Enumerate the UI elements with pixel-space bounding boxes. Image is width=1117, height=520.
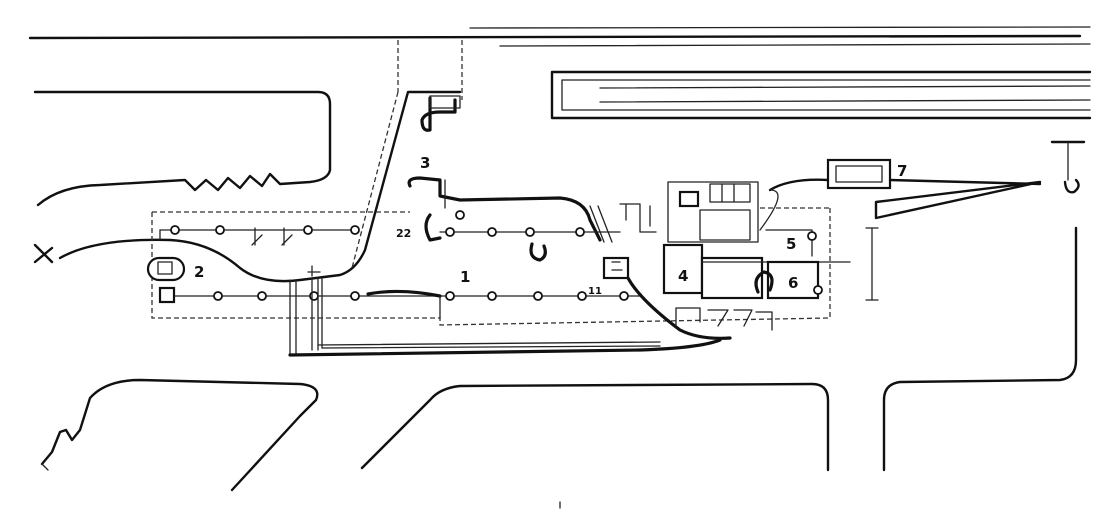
equipment-block [619, 181, 759, 243]
label-1: 1 [460, 268, 470, 286]
upper-left-block [33, 90, 332, 207]
unit-5: 5 [765, 229, 817, 257]
middle-process-line [439, 205, 621, 262]
unit-6: 6 [754, 260, 823, 300]
small-unit [602, 256, 732, 340]
label-4: 4 [678, 267, 688, 285]
unit-7: 7 [768, 158, 1042, 220]
upper-line-nodes [170, 225, 360, 235]
label-6: 6 [788, 274, 798, 292]
label-11: 11 [588, 286, 602, 297]
label-22: 22 [396, 227, 411, 240]
top-road [28, 26, 1091, 47]
bottom-left-road [40, 378, 319, 492]
unit-3: 3 22 [396, 95, 602, 242]
label-3: 3 [420, 154, 430, 172]
left-road [33, 40, 463, 283]
label-2: 2 [194, 263, 204, 281]
label-7: 7 [897, 162, 907, 180]
right-road [360, 140, 1086, 472]
parking-strip [550, 70, 1092, 120]
lower-equipment [675, 307, 773, 331]
label-5: 5 [786, 235, 796, 253]
lower-line-nodes [213, 291, 629, 301]
pipe-bundle [288, 265, 722, 357]
upper-header [159, 227, 356, 246]
lower-process-line: 1 11 [158, 268, 641, 319]
unit-2: 2 [146, 256, 204, 282]
